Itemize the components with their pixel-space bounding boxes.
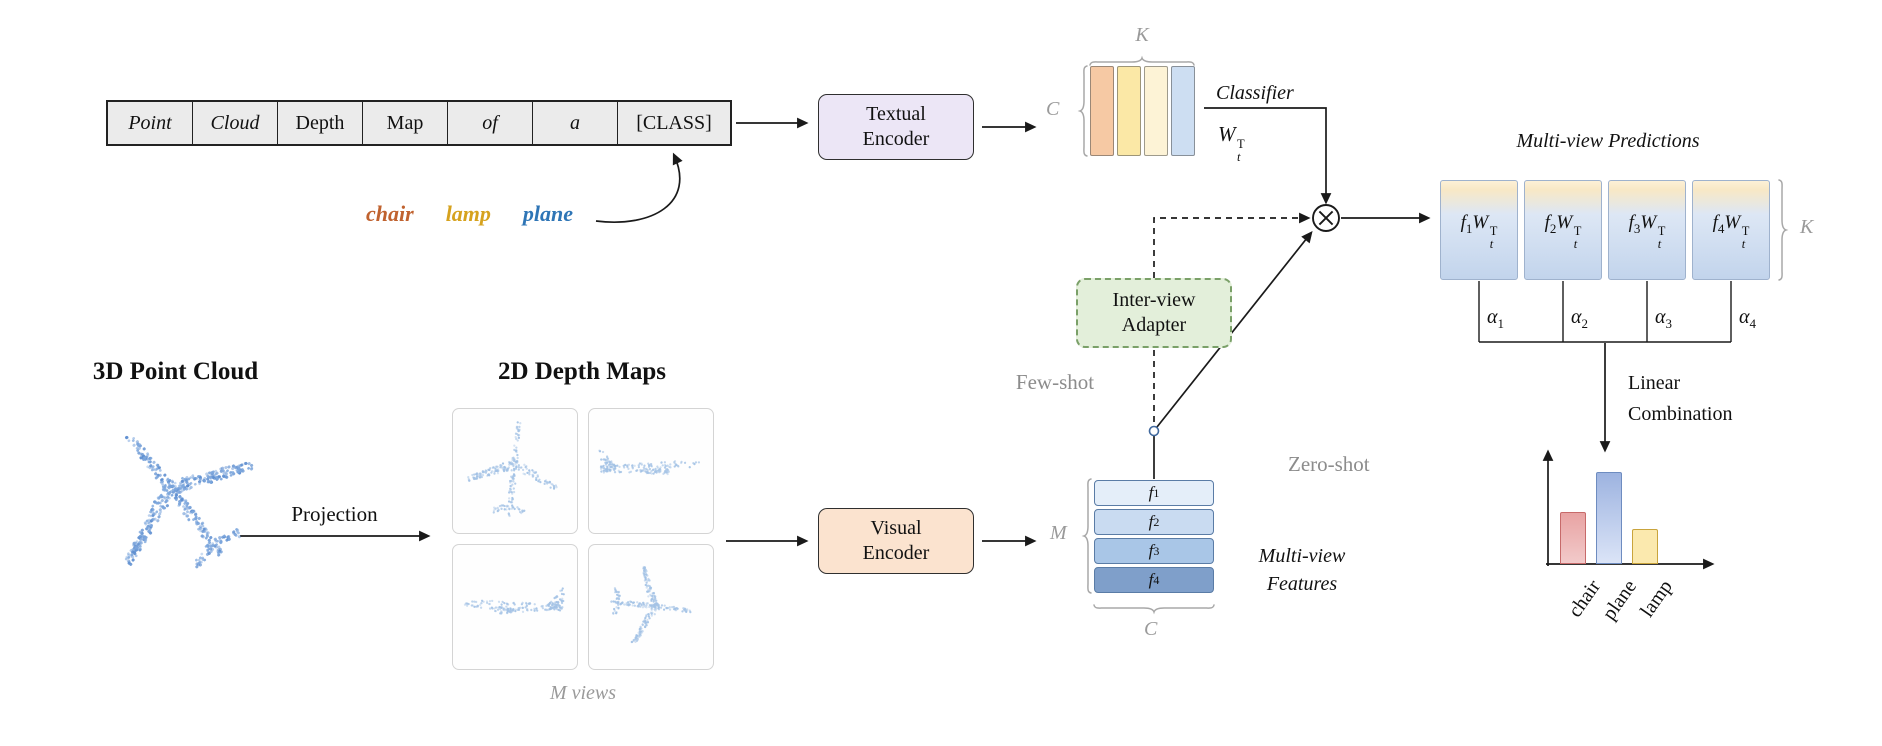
dim-C-classifier: C bbox=[1046, 98, 1060, 120]
prompt-token: [CLASS] bbox=[636, 111, 712, 134]
dim-K-classifier: K bbox=[1135, 24, 1149, 46]
alpha-2: α2 bbox=[1571, 306, 1588, 331]
visual-encoder-box: Visual Encoder bbox=[818, 508, 974, 574]
brace-K-classifier bbox=[1089, 55, 1195, 66]
m-views-label: M views bbox=[549, 682, 617, 704]
dim-M-features: M bbox=[1050, 522, 1067, 544]
textual-encoder-box: Textual Encoder bbox=[818, 94, 974, 160]
plane-dots bbox=[124, 437, 254, 565]
plane-dots bbox=[610, 565, 692, 644]
brace-C-features bbox=[1093, 604, 1215, 615]
few-shot-label: Few-shot bbox=[1015, 370, 1095, 394]
alpha-3: α3 bbox=[1655, 306, 1672, 331]
brace-K-predictions bbox=[1778, 179, 1789, 281]
plane-dots bbox=[463, 587, 565, 615]
depth-map-3 bbox=[452, 544, 578, 670]
bar-chair bbox=[1560, 512, 1586, 564]
prompt-token: Point bbox=[108, 102, 193, 144]
class-word-chair: chair bbox=[366, 201, 414, 226]
classifier-label: Classifier bbox=[1216, 82, 1294, 104]
visual-encoder-label: Visual Encoder bbox=[862, 517, 930, 564]
inter-view-adapter-label: Inter-view Adapter bbox=[1112, 289, 1196, 336]
alpha-4: α4 bbox=[1739, 306, 1756, 331]
plane-dots bbox=[598, 449, 701, 476]
depth-map-plane-2 bbox=[598, 449, 701, 476]
prompt-token: a bbox=[533, 102, 618, 144]
linear-combination-label: Linear Combination bbox=[1628, 372, 1733, 425]
depth-map-1 bbox=[452, 408, 578, 534]
alpha-1: α1 bbox=[1487, 306, 1504, 331]
prompt-token: of bbox=[448, 102, 533, 144]
depth-map-plane-4 bbox=[610, 565, 692, 644]
prompt-token: Depth bbox=[278, 102, 363, 144]
prompt-token: Map bbox=[363, 102, 448, 144]
classifier-column-1 bbox=[1090, 66, 1114, 156]
plane-dots bbox=[467, 421, 558, 518]
classifier-column-3 bbox=[1144, 66, 1168, 156]
class-word-plane: plane bbox=[522, 201, 574, 226]
bar-lamp bbox=[1632, 529, 1658, 564]
classifier-column-4 bbox=[1171, 66, 1195, 156]
zero-shot-label: Zero-shot bbox=[1288, 452, 1370, 476]
class-words: chair lamp plane bbox=[366, 201, 573, 227]
multi-view-features-label: Multi-view Features bbox=[1258, 545, 1346, 595]
brace-C-classifier bbox=[1077, 65, 1088, 157]
depth-maps-heading: 2D Depth Maps bbox=[497, 358, 667, 385]
dim-C-features: C bbox=[1144, 618, 1158, 640]
dim-K-predictions: K bbox=[1800, 216, 1814, 238]
class-word-lamp: lamp bbox=[445, 201, 491, 226]
classifier-column-2 bbox=[1117, 66, 1141, 156]
inter-view-adapter-box: Inter-view Adapter bbox=[1076, 278, 1232, 348]
depth-map-plane-3 bbox=[463, 587, 565, 615]
classifier-weight-columns bbox=[1090, 66, 1195, 156]
depth-map-4 bbox=[588, 544, 714, 670]
prompt-token: Cloud bbox=[193, 102, 278, 144]
depth-map-plane-1 bbox=[467, 421, 558, 518]
textual-encoder-label: Textual Encoder bbox=[862, 103, 930, 150]
multi-view-predictions-label: Multi-view Predictions bbox=[1516, 130, 1700, 152]
point-cloud-heading: 3D Point Cloud bbox=[92, 358, 259, 385]
plane-dots bbox=[124, 435, 254, 569]
projection-label: Projection bbox=[291, 502, 378, 526]
depth-map-2 bbox=[588, 408, 714, 534]
brace-M-features bbox=[1081, 478, 1092, 594]
bar-plane bbox=[1596, 472, 1622, 564]
point-cloud-scatter bbox=[124, 435, 254, 569]
